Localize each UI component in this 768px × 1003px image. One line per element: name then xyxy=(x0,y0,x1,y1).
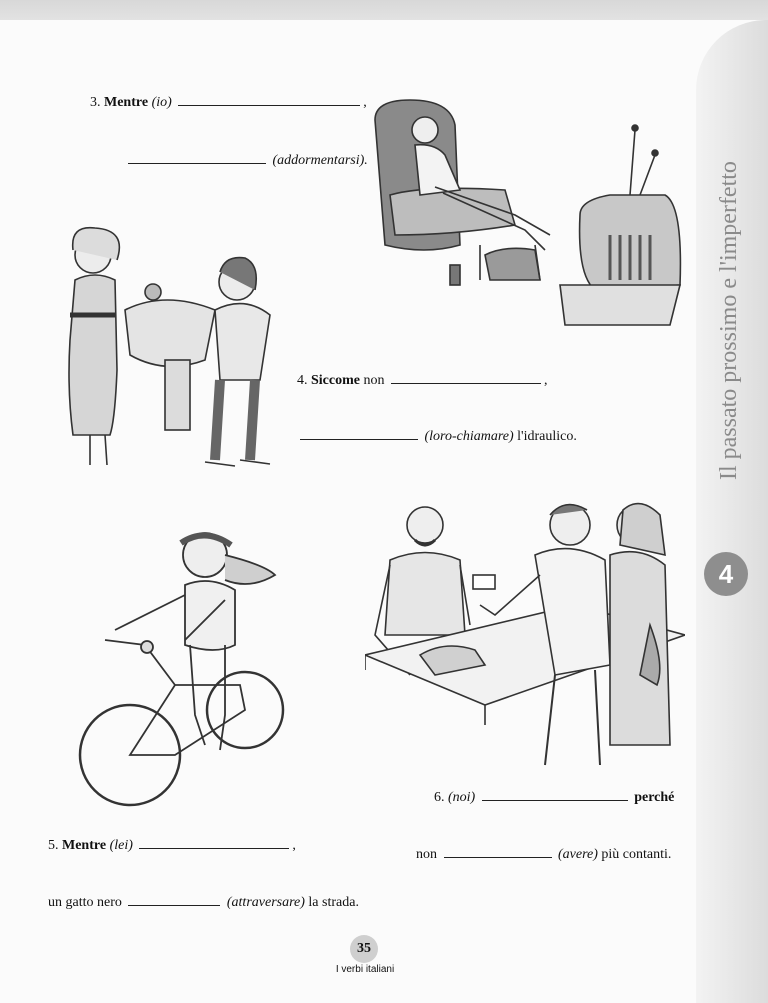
exercise-lead: un gatto nero xyxy=(48,895,122,910)
exercise-keyword: Siccome xyxy=(311,373,360,388)
exercise-number: 4. xyxy=(297,373,308,388)
exercise-6-line-2: non (avere) più contanti. xyxy=(416,845,671,863)
exercise-verb: (addormentarsi). xyxy=(272,153,368,168)
exercise-verb: (avere) xyxy=(558,847,598,862)
chapter-number-badge: 4 xyxy=(704,552,748,596)
answer-blank[interactable] xyxy=(443,845,552,858)
answer-blank[interactable] xyxy=(390,371,541,384)
exercise-subject: (noi) xyxy=(448,790,476,805)
exercise-subject: (io) xyxy=(151,95,172,110)
book-title-footer: I verbi italiani xyxy=(335,964,395,975)
exercise-subject: (lei) xyxy=(109,838,133,853)
page-number: 35 xyxy=(350,935,378,963)
exercise-3-line-2: (addormentarsi). xyxy=(125,151,368,169)
exercise-tail: la strada. xyxy=(308,895,359,910)
exercise-keyword: Mentre xyxy=(104,95,149,110)
chapter-side-tab xyxy=(696,20,768,1003)
exercise-word: non xyxy=(416,847,437,862)
exercise-4-line-2: (loro-chiamare) l'idraulico. xyxy=(297,427,577,445)
comma: , xyxy=(292,838,296,853)
exercise-word: non xyxy=(363,373,385,388)
answer-blank[interactable] xyxy=(481,788,628,801)
exercise-tail: più contanti. xyxy=(601,847,672,862)
comma: , xyxy=(363,95,367,110)
exercise-tail: l'idraulico. xyxy=(517,429,577,444)
comma: , xyxy=(543,373,548,388)
exercise-keyword: Mentre xyxy=(62,838,107,853)
couple-broken-sink-illustration xyxy=(68,226,271,467)
exercise-verb: (loro-chiamare) xyxy=(424,429,514,444)
exercise-verb: (attraversare) xyxy=(226,895,305,910)
chapter-title: Il passato prossimo e l'imperfetto xyxy=(716,161,742,480)
exercise-5-line-2: un gatto nero (attraversare) la strada. xyxy=(48,893,359,911)
answer-blank[interactable] xyxy=(128,151,266,164)
exercise-number: 6. xyxy=(434,790,445,805)
exercise-keyword: perché xyxy=(634,790,675,805)
answer-blank[interactable] xyxy=(178,93,361,106)
couple-paying-at-counter-illustration xyxy=(365,502,685,766)
exercise-number: 3. xyxy=(90,95,101,110)
exercise-6-line-1: 6. (noi) perché xyxy=(434,788,674,806)
exercise-number: 5. xyxy=(48,838,59,853)
man-sleeping-armchair-tv-illustration xyxy=(374,99,682,326)
woman-riding-bicycle-illustration xyxy=(78,532,285,807)
answer-blank[interactable] xyxy=(139,836,290,849)
answer-blank[interactable] xyxy=(300,427,418,440)
answer-blank[interactable] xyxy=(128,893,221,906)
exercise-4-line-1: 4. Siccome non , xyxy=(297,371,547,389)
exercise-3-line-1: 3. Mentre (io) , xyxy=(90,93,367,111)
exercise-5-line-1: 5. Mentre (lei) , xyxy=(48,836,296,854)
